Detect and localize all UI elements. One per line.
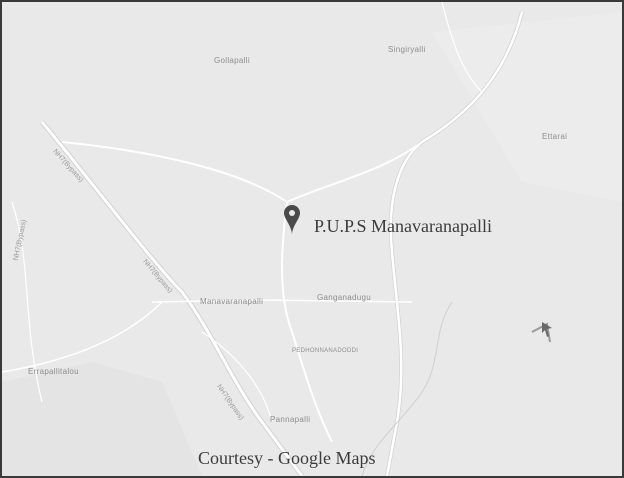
road-local (281, 201, 333, 443)
place-label-pannapalli: Pannapalli (270, 415, 311, 424)
road-local (441, 2, 483, 93)
terrain-patch (432, 12, 622, 202)
road-local (151, 299, 413, 303)
place-label-peddhonnanadoddi: PEDHONNANADODDI (292, 348, 359, 354)
road-local (11, 201, 43, 403)
place-label-singiryalli: Singiryalli (388, 45, 426, 54)
place-label-ganganadugu: Ganganadugu (317, 293, 372, 302)
road-local (2, 301, 163, 373)
place-label-ettarai: Ettarai (542, 132, 568, 141)
place-label-errapalli: Errapallitalou (28, 367, 79, 376)
terrain-patch (2, 362, 202, 476)
cursor-icon (542, 322, 552, 337)
place-label-gollapalli: Gollapalli (214, 56, 250, 65)
poi-label: P.U.P.S Manavaranapalli (314, 216, 492, 236)
place-label-manavaranapalli: Manavaranapalli (200, 297, 264, 306)
stream (361, 301, 453, 476)
map-courtesy-text: Courtesy - Google Maps (198, 448, 376, 468)
road-nh-bypass (40, 121, 304, 476)
road-east-highway (385, 11, 524, 476)
map-pin-icon[interactable] (283, 204, 301, 236)
road-local (61, 141, 423, 204)
road-local (201, 331, 273, 423)
